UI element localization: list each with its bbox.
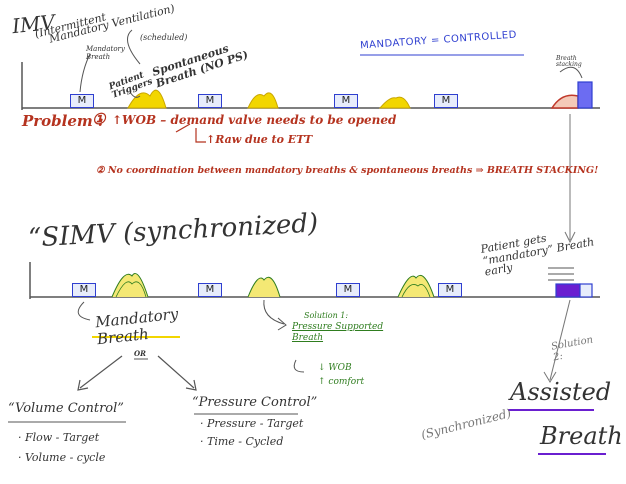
patient-triggers-pointer bbox=[129, 91, 141, 98]
breath-label: Breath bbox=[540, 422, 623, 450]
pressure-item-2: · Time - Cycled bbox=[200, 435, 284, 448]
imv-mandatory-box-3: M bbox=[334, 94, 358, 108]
pressure-item-1: · Pressure - Target bbox=[200, 417, 304, 430]
problem-heading: Problem : bbox=[22, 112, 104, 130]
problem-dash bbox=[175, 123, 191, 133]
simv-mandatory-box-1: M bbox=[72, 283, 96, 297]
imv-mandatory-box-4: M bbox=[434, 94, 458, 108]
problem-item-1: ↑WOB – demand valve needs to be opened bbox=[112, 113, 397, 127]
imv-stacked-box bbox=[577, 81, 593, 109]
mandatory-breath-pointer bbox=[79, 53, 91, 93]
simv-early-box-tail bbox=[579, 283, 593, 298]
imv-mandatory-box-2: M bbox=[198, 94, 222, 108]
early-breath-arrows bbox=[548, 267, 574, 281]
imv-breath-stacking-curve bbox=[550, 94, 579, 109]
solution1-body: Pressure Supported Breath bbox=[292, 322, 384, 343]
imv-spontaneous-breath-3 bbox=[378, 96, 411, 109]
solution1-title: Solution 1: bbox=[304, 311, 349, 320]
problem-item-1b: ↑Raw due to ETT bbox=[206, 133, 313, 146]
imv-spontaneous-breath-2 bbox=[247, 92, 279, 109]
breath-stacking-label: Breath stacking bbox=[556, 55, 582, 69]
solution1-comfort: ↑ comfort bbox=[318, 377, 365, 387]
early-to-solution2-arrowhead bbox=[543, 371, 557, 383]
simv-mandatory-box-4: M bbox=[438, 283, 462, 297]
breath-stacking-arrow bbox=[559, 66, 583, 79]
branch-pressure-line bbox=[157, 355, 195, 389]
simv-psv-breath-3 bbox=[397, 274, 435, 298]
simv-psv-breath-2 bbox=[247, 276, 281, 298]
problem-item-2: ② No coordination between mandatory brea… bbox=[96, 165, 599, 176]
imv-mandatory-box-1: M bbox=[70, 94, 94, 108]
branch-volume-arrowhead bbox=[77, 379, 89, 391]
scheduled-pointer bbox=[127, 29, 141, 65]
volume-item-2: · Volume - cycle bbox=[18, 451, 106, 464]
volume-item-1: · Flow - Target bbox=[18, 431, 100, 444]
branch-volume-line bbox=[79, 355, 123, 389]
assisted-label: Assisted bbox=[510, 378, 612, 406]
simv-mandatory-pointer bbox=[77, 301, 91, 321]
branch-pressure-arrowhead bbox=[185, 379, 197, 391]
simv-mandatory-box-2: M bbox=[198, 283, 222, 297]
simv-early-box bbox=[555, 283, 581, 298]
imv-mandatory-breath-label: Mandatory Breath bbox=[86, 45, 125, 61]
problem-number-1: ① bbox=[92, 110, 106, 128]
simv-mandatory-box-3: M bbox=[336, 283, 360, 297]
volume-control-heading: “Volume Control” bbox=[8, 401, 124, 416]
early-to-solution2-line bbox=[549, 299, 571, 381]
simv-psv-breath-1-inner bbox=[115, 281, 147, 298]
or-label: OR bbox=[134, 349, 146, 358]
simv-psv-breath-3-inner bbox=[401, 284, 431, 298]
solution1-pointer bbox=[263, 299, 285, 325]
simv-psv-breath-1 bbox=[111, 273, 149, 298]
stacking-down-arrowhead bbox=[564, 231, 576, 244]
solution1-effect-pointer bbox=[293, 359, 305, 373]
solution1-wob: ↓ WOB bbox=[318, 363, 352, 373]
pressure-control-heading: “Pressure Control” bbox=[192, 395, 318, 410]
imv-scheduled-label: (scheduled) bbox=[140, 33, 188, 42]
solution1-arrowhead bbox=[277, 317, 287, 331]
problem-branch-arrow bbox=[195, 128, 206, 143]
